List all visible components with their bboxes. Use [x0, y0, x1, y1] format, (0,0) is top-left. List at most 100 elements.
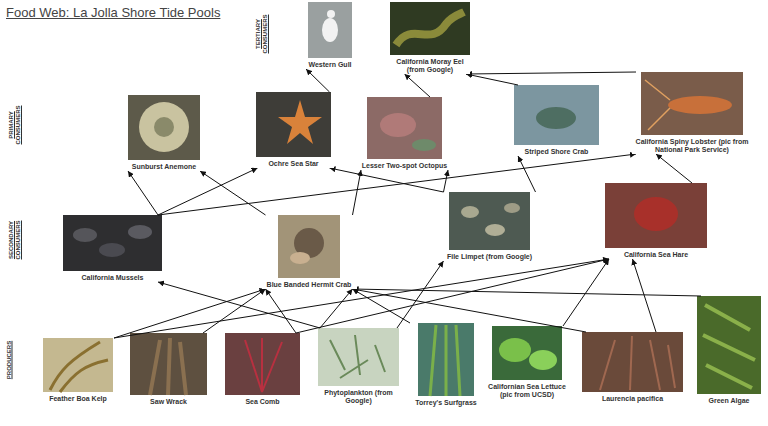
organism-node: Lesser Two-spot Octopus [357, 97, 452, 170]
organism-caption: Sunburst Anemone [124, 163, 204, 171]
organism-node: Striped Shore Crab [514, 85, 599, 156]
photo-frame [582, 332, 683, 392]
hermit-crab-body [290, 252, 310, 264]
organism-caption: Feather Boa Kelp [38, 395, 118, 403]
sea-lettuce-blade [499, 338, 531, 362]
green-algae-photo [697, 296, 761, 394]
saw-wrack-fronds [150, 338, 186, 395]
food-arrow [128, 171, 158, 215]
food-arrow [444, 170, 449, 192]
anemone-disc [139, 102, 189, 152]
organism-node: File Limpet (from Google) [440, 192, 540, 261]
organism-caption: California Sea Hare [611, 251, 701, 259]
surfgrass-blades [430, 325, 460, 396]
photo-frame [262, 215, 357, 278]
food-arrow [203, 289, 266, 333]
sea-hare-photo [605, 183, 707, 248]
food-arrow [114, 259, 609, 338]
organism-node: Phytoplankton (from Google) [316, 328, 401, 405]
laurencia-photo [582, 332, 683, 392]
shore-crab-photo [514, 85, 599, 145]
sea-lettuce-blade [529, 350, 557, 370]
mussels-photo [63, 215, 162, 271]
gull-body [322, 18, 338, 42]
photo-frame [487, 326, 567, 380]
food-arrow [466, 74, 518, 85]
photo-frame [390, 2, 470, 55]
food-arrow [405, 74, 431, 97]
limpet-shell [504, 203, 520, 213]
photo-frame [254, 92, 334, 157]
sea-hare-body [634, 197, 678, 231]
food-arrow [353, 289, 702, 296]
organism-node: California Sea Hare [605, 183, 707, 259]
food-arrow [320, 289, 353, 328]
hermit-crab-photo [278, 215, 340, 278]
food-arrow [200, 171, 266, 215]
organism-caption: Saw Wrack [139, 398, 199, 406]
organism-caption: Lesser Two-spot Octopus [357, 162, 452, 170]
lobster-body [668, 96, 732, 114]
saw-wrack-photo [130, 333, 207, 395]
phytoplankton-cells [330, 335, 385, 378]
organism-node: Saw Wrack [130, 333, 207, 406]
organism-caption: File Limpet (from Google) [440, 253, 540, 261]
organism-node: Blue Banded Hermit Crab [262, 215, 357, 289]
organism-caption: Blue Banded Hermit Crab [262, 281, 357, 289]
octopus-body [380, 113, 416, 137]
photo-frame [225, 333, 300, 395]
anemone-photo [128, 95, 200, 160]
organism-node: California Moray Eel (from Google) [390, 2, 470, 74]
organism-caption: Californian Sea Lettuce (pic from UCSD) [487, 383, 567, 399]
organism-caption: Sea Comb [233, 398, 293, 406]
limpet-photo [449, 192, 530, 250]
sea-star-body [278, 100, 322, 144]
sea-lettuce-photo [492, 326, 562, 380]
organism-node: Sea Comb [225, 333, 300, 406]
food-arrow [633, 259, 657, 332]
organism-caption: Western Gull [302, 61, 358, 69]
mussel-shell [73, 228, 97, 242]
organism-caption: California Moray Eel (from Google) [390, 58, 470, 74]
organism-node: Ochre Sea Star [254, 92, 334, 168]
shore-crab-body [536, 107, 576, 129]
organism-node: Sunburst Anemone [124, 95, 204, 171]
food-arrow [353, 170, 362, 215]
sea-comb-photo [225, 333, 300, 395]
organism-node: Californian Sea Lettuce (pic from UCSD) [487, 326, 567, 399]
photo-frame [63, 215, 162, 271]
anemone-mouth [154, 117, 174, 137]
kelp-strands [50, 342, 108, 392]
limpet-shell [485, 224, 505, 236]
eel-photo [390, 2, 470, 55]
photo-frame [514, 85, 599, 145]
organism-node: Feather Boa Kelp [38, 338, 118, 403]
mussel-shell [99, 243, 125, 257]
photo-frame [124, 95, 204, 160]
sea-star-photo [256, 92, 331, 157]
food-arrow [353, 289, 587, 332]
organism-caption: Laurencia pacifica [588, 395, 678, 403]
mussel-shell [128, 225, 152, 239]
organism-caption: Striped Shore Crab [517, 148, 597, 156]
food-arrow [306, 69, 330, 92]
level-label: SECONDARY CONSUMERS [8, 215, 22, 265]
level-label: TERTIARY CONSUMERS [255, 9, 269, 59]
organism-caption: California Spiny Lobster (pic from Natio… [632, 138, 752, 154]
surfgrass-photo [418, 323, 474, 396]
page-title: Food Web: La Jolla Shore Tide Pools [6, 5, 220, 20]
food-arrow [518, 156, 536, 192]
organism-node: Western Gull [302, 2, 358, 69]
phytoplankton-photo [318, 328, 399, 386]
organism-caption: Torrey's Surfgrass [406, 399, 486, 407]
photo-frame [38, 338, 118, 392]
food-arrow [114, 289, 266, 338]
photo-frame [605, 183, 707, 248]
organism-node: Laurencia pacifica [582, 332, 683, 403]
organism-caption: Ochre Sea Star [254, 160, 334, 168]
food-arrow [158, 154, 636, 215]
organism-node: California Spiny Lobster (pic from Natio… [632, 72, 752, 154]
photo-frame [316, 328, 401, 386]
